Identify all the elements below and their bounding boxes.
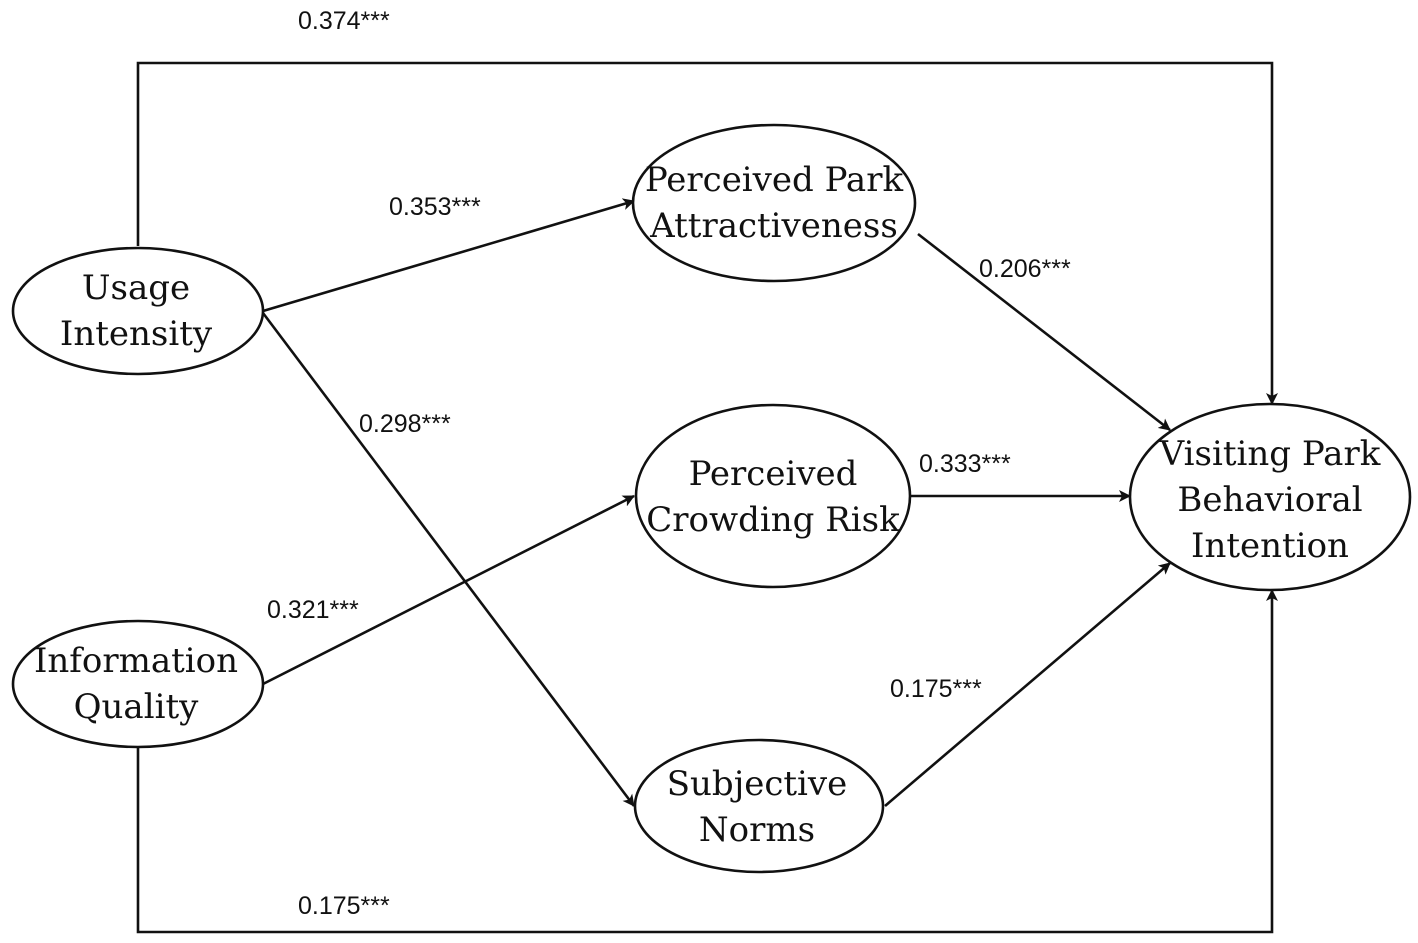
intention-line-3: Intention: [1191, 526, 1349, 566]
edge-attractiveness-to-intention: [917, 232, 1171, 432]
coef-information-to-intention: 0.175***: [298, 892, 390, 920]
usage-intensity-line-2: Intensity: [60, 314, 213, 354]
intention-line-1: Visiting Park: [1159, 434, 1381, 474]
edge-usage-to-intention: [136, 61, 1278, 405]
information-quality-line-2: Quality: [74, 687, 199, 727]
coef-information-to-crowding: 0.321***: [267, 596, 359, 624]
coef-usage-to-attractiveness: 0.353***: [389, 193, 481, 221]
node-usage-intensity: Usage Intensity: [11, 246, 265, 376]
attractiveness-line-1: Perceived Park: [645, 160, 904, 200]
information-quality-line-1: Information: [34, 641, 238, 681]
node-information-quality: Information Quality: [11, 619, 265, 749]
node-perceived-crowding-risk: Perceived Crowding Risk: [634, 403, 912, 589]
edge-information-to-intention: [136, 589, 1278, 934]
crowding-line-2: Crowding Risk: [646, 500, 900, 540]
crowding-line-1: Perceived: [689, 454, 858, 494]
edge-usage-to-attractiveness: [262, 198, 635, 313]
norms-line-2: Norms: [699, 810, 815, 850]
edge-usage-to-norms: [261, 312, 636, 807]
edge-norms-to-intention: [884, 562, 1171, 807]
usage-intensity-line-1: Usage: [82, 268, 190, 308]
coef-usage-to-norms: 0.298***: [359, 410, 451, 438]
coef-norms-to-intention: 0.175***: [890, 675, 982, 703]
coef-crowding-to-intention: 0.333***: [919, 450, 1011, 478]
node-subjective-norms: Subjective Norms: [633, 738, 885, 874]
coef-attractiveness-to-intention: 0.206***: [979, 255, 1071, 283]
node-perceived-park-attractiveness: Perceived Park Attractiveness: [631, 123, 917, 283]
norms-line-1: Subjective: [667, 764, 848, 804]
coef-usage-to-intention: 0.374***: [298, 7, 390, 35]
edge-information-to-crowding: [262, 494, 635, 686]
attractiveness-line-2: Attractiveness: [649, 206, 898, 246]
intention-line-2: Behavioral: [1177, 480, 1362, 520]
node-visiting-park-behavioral-intention: Visiting Park Behavioral Intention: [1128, 402, 1412, 592]
